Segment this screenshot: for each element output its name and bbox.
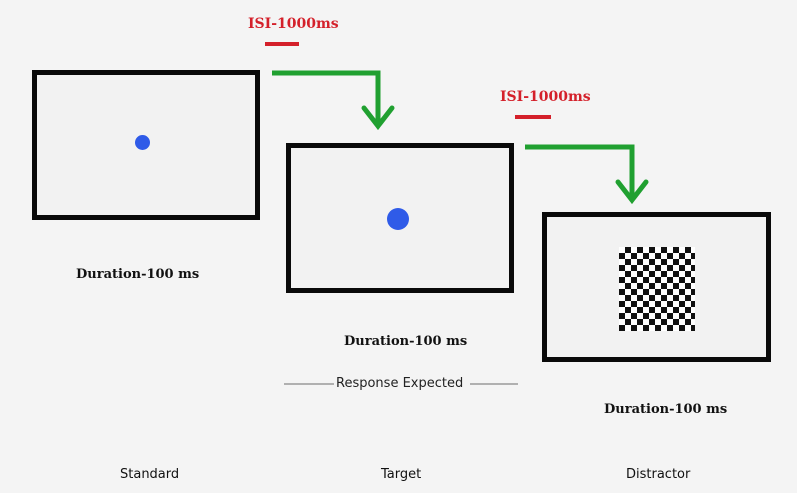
stimulus-frame-distractor <box>542 212 771 362</box>
response-line-right <box>470 383 518 385</box>
isi-bar <box>265 42 299 46</box>
arrow-right-down-icon <box>525 144 649 205</box>
arrow-right-down-icon <box>272 70 395 131</box>
checkerboard-pattern <box>619 247 695 331</box>
condition-label-distractor: Distractor <box>626 467 691 482</box>
condition-label-target: Target <box>381 467 422 482</box>
stimulus-frame-standard <box>32 70 260 220</box>
blue-dot-small <box>135 135 150 150</box>
response-expected-label: Response Expected <box>336 376 464 391</box>
condition-label-standard: Standard <box>120 467 180 482</box>
isi-label: ISI-1000ms <box>500 89 591 105</box>
blue-dot-large <box>387 208 409 230</box>
duration-label-distractor: Duration-100 ms <box>604 402 728 417</box>
duration-label-target: Duration-100 ms <box>344 334 468 349</box>
stimulus-frame-target <box>286 143 514 293</box>
isi-bar <box>515 115 551 119</box>
response-line-left <box>284 383 334 385</box>
isi-label: ISI-1000ms <box>248 16 339 32</box>
duration-label-standard: Duration-100 ms <box>76 267 200 282</box>
